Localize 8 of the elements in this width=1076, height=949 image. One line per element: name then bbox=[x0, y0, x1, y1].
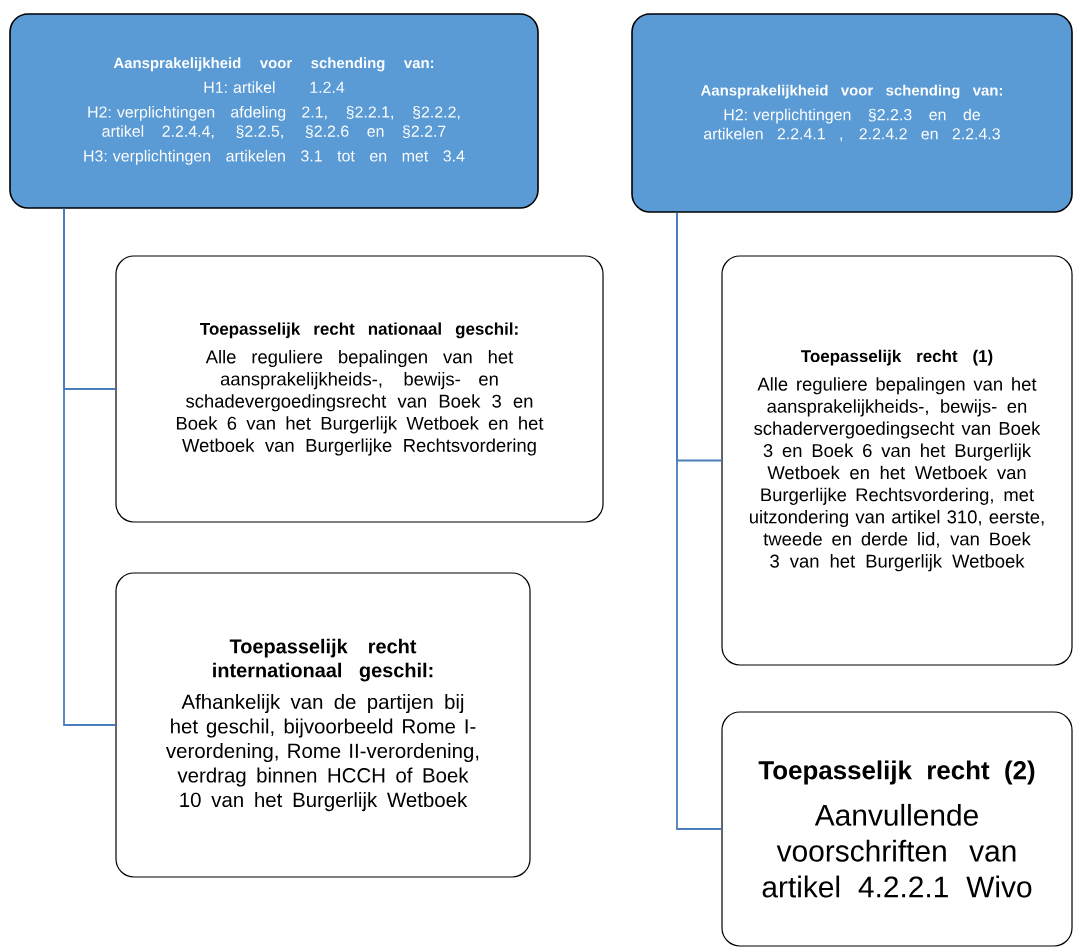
header-box: Aansprakelijkheid voor schending van: H2: verplichtingen §2.2.3 en de artikelen 2.2.4.1 , 2.2.4.2 en 2.2.4.3 bbox=[631, 13, 1073, 213]
connector bbox=[63, 207, 117, 726]
text-box: Toepasselijk recht (2) Aanvullende voorschriften van artikel 4.2.2.1 Wivo bbox=[721, 711, 1073, 947]
connector bbox=[676, 211, 723, 830]
text-box: Toepasselijk recht internationaal geschil: Afhankelijk van de partijen bij het geschil, bijvoorbeeld Rome I-verordening, Rome II-verordening, verdrag binnen HCCH of Boek 10 van het Burgerlijk Wetboek bbox=[115, 572, 531, 878]
text-box: Toepasselijk recht (1) Alle reguliere bepalingen van het aansprakelijkheids-, bewijs- en schadervergoedingsecht van Boek 3 en Boek 6 van het Burgerlijk Wetboek en het Wetboek van Burgerlijke Rechtsvordering, met uitzondering van artikel 310, eerste, tweede en derde lid, van Boek 3 van het Burgerlijk Wetboek bbox=[721, 255, 1073, 666]
text-box: Toepasselijk recht nationaal geschil: Alle reguliere bepalingen van het aansprakelijkheids-, bewijs- en schadevergoedingsrecht van Boek 3 en Boek 6 van het Burgerlijk Wetboek en het Wetboek van Burgerlijke Rechtsvordering bbox=[115, 255, 604, 523]
header-box: Aansprakelijkheid voor schending van: H1: artikel 1.2.4 H2: verplichtingen afdeling 2.1, §2.2.1, §2.2.2, artikel 2.2.4.4, §2.2.5, §2.2.6 en §2.2.7 H3: verplichtingen artikelen 3.1 tot en met 3.4 bbox=[9, 13, 539, 209]
